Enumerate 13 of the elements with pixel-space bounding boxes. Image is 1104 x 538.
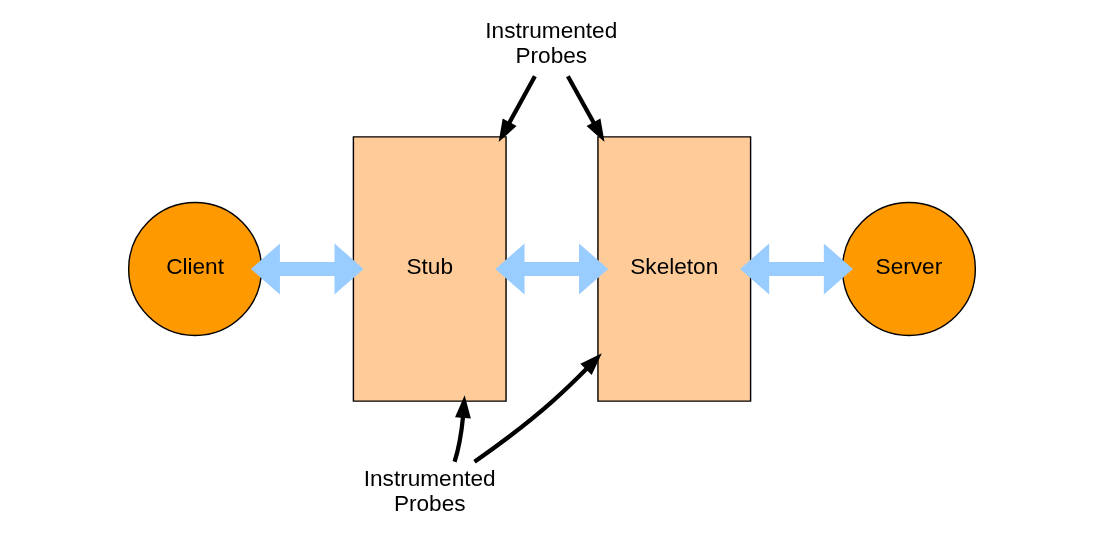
arrow: [452, 395, 471, 463]
node-circle: Server: [841, 201, 977, 337]
arrow: [498, 75, 537, 143]
node-box: Stub: [352, 136, 507, 402]
node-box: Skeleton: [597, 136, 752, 402]
arrow: [740, 243, 853, 295]
arrow: [250, 243, 364, 295]
node-circle: Client: [127, 201, 263, 337]
arrow: [495, 243, 609, 295]
arrow: [566, 75, 605, 143]
node-text: Instrumented Probes: [485, 17, 618, 69]
node-text: Instrumented Probes: [363, 465, 496, 517]
arrow: [473, 353, 602, 464]
